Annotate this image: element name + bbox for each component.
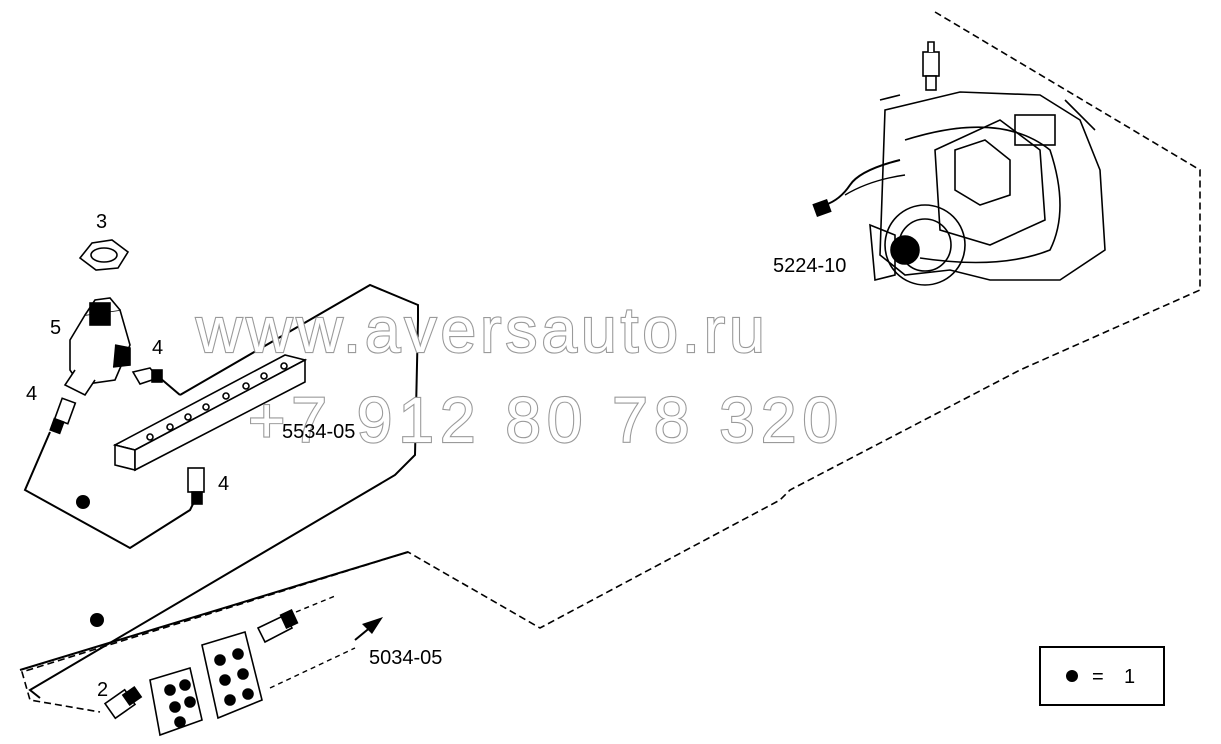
transmission-housing (812, 91, 1106, 286)
fitting-upper (131, 367, 163, 385)
manifold-block (112, 354, 308, 472)
pressure-sensor (103, 685, 143, 720)
filled-dot-icon (76, 495, 90, 509)
pressure-valve (63, 297, 131, 397)
connector-plate-large (201, 630, 263, 720)
filled-dot-icon (1066, 670, 1078, 682)
label-ref-5534-05: 5534-05 (282, 421, 355, 443)
label-part-5: 5 (50, 317, 61, 339)
label-part-4-upper: 4 (152, 337, 163, 359)
label-part-3: 3 (96, 211, 107, 233)
pipe-lines (19, 283, 419, 699)
legend-quantity: 1 (1124, 666, 1135, 688)
legend-equals: = (1092, 666, 1104, 688)
label-ref-5034-05: 5034-05 (369, 647, 442, 669)
housing-top-fitting (922, 41, 940, 91)
legend-box: = 1 (1039, 646, 1165, 706)
dashed-group-outline (21, 11, 1201, 713)
arrow-icon (354, 617, 383, 641)
label-part-2: 2 (97, 679, 108, 701)
connector-fitting (256, 609, 299, 644)
label-part-4-lower: 4 (218, 473, 229, 495)
dashed-leader (295, 595, 336, 613)
ring-nut (78, 239, 130, 271)
filled-dot-icon (90, 613, 104, 627)
fitting-lower (187, 467, 205, 505)
watermark-phone: +7 912 80 78 320 (248, 384, 844, 456)
dashed-leader-lower (269, 647, 356, 689)
connector-plate-small (149, 666, 203, 737)
label-ref-5224-10: 5224-10 (773, 255, 846, 277)
fitting-left (49, 397, 77, 435)
watermark-site: www.aversauto.ru (195, 294, 769, 366)
label-part-4-left: 4 (26, 383, 37, 405)
